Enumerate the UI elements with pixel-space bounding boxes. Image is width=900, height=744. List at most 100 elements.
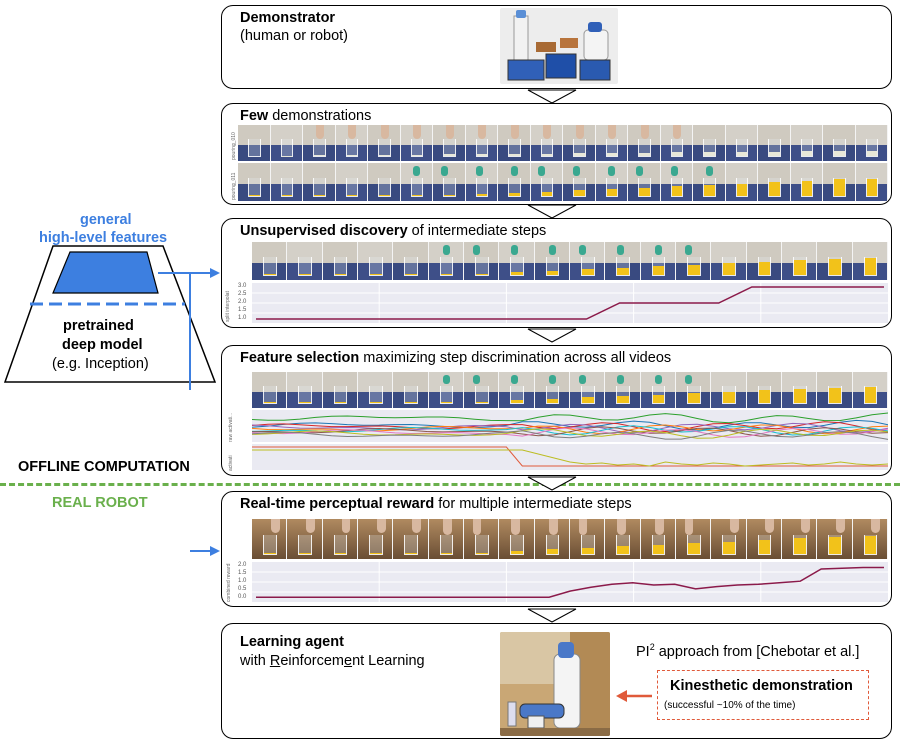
video-frame	[433, 163, 466, 201]
flow-arrow-2	[527, 204, 577, 219]
pi2-approach-label: PI2 approach from [Chebotar et al.]	[636, 642, 860, 660]
model-label-1: pretrained	[63, 318, 134, 334]
robot-learning-photo	[500, 632, 610, 736]
feature-selection-panel: Feature selection maximizing step discri…	[221, 345, 892, 476]
real-robot-label: REAL ROBOT	[52, 495, 148, 511]
y-tick-label: 0.5	[238, 586, 247, 592]
feature-ylabel-1: raw activati...	[228, 412, 234, 442]
video-frame	[357, 372, 394, 408]
model-label-3: (e.g. Inception)	[52, 356, 149, 372]
learning-agent-subtitle: with Reinforcement Learning	[240, 653, 425, 669]
feature-line	[252, 427, 888, 438]
video-frame	[855, 125, 888, 161]
y-tick-label: 0.0	[238, 594, 247, 600]
robots-image	[500, 8, 618, 84]
video-frame	[746, 242, 782, 280]
video-frame	[335, 163, 368, 201]
video-frame	[530, 163, 563, 201]
general-features-label-1: general	[80, 212, 132, 228]
video-frame	[640, 519, 676, 559]
video-frame	[400, 163, 433, 201]
y-tick-label: 1.0	[238, 578, 247, 584]
series-line	[256, 566, 884, 598]
video-frame	[322, 372, 358, 408]
video-frame	[252, 242, 288, 280]
unsupervised-steps-plot	[252, 283, 888, 323]
feature-line	[252, 412, 888, 424]
feature-selected-plot	[252, 444, 888, 470]
video-frame	[628, 125, 661, 161]
video-frame	[693, 125, 726, 161]
unsupervised-ylabel: split interpolat	[225, 291, 231, 322]
learning-agent-panel: Learning agent with Reinforcement Learni…	[221, 623, 892, 739]
general-features-label-2: high-level features	[39, 230, 168, 246]
y-tick-label: 2.0	[238, 562, 247, 568]
selected-feature-line	[252, 449, 888, 467]
y-tick-label: 1.5	[238, 570, 247, 576]
video-frame	[569, 372, 606, 408]
video-frame	[463, 372, 500, 408]
video-frame	[368, 163, 401, 201]
feature-ylabel-2: activati	[228, 455, 234, 471]
video-frame	[393, 519, 429, 559]
video-frame	[711, 242, 747, 280]
feature-line	[252, 429, 888, 440]
series-line	[256, 286, 884, 320]
video-frame	[790, 125, 823, 161]
video-frame	[463, 519, 500, 559]
video-frame	[605, 242, 641, 280]
video-frame	[790, 163, 823, 201]
video-frame	[252, 372, 288, 408]
video-frame	[400, 125, 433, 161]
video-frame	[393, 372, 429, 408]
video-frame	[428, 242, 464, 280]
feature-line	[252, 425, 888, 436]
video-frame	[605, 519, 641, 559]
video-frame	[357, 242, 394, 280]
video-frame	[465, 163, 498, 201]
video-frame	[270, 125, 303, 161]
video-frame	[563, 163, 596, 201]
video-frame	[530, 125, 563, 161]
feature-video-row	[252, 372, 888, 408]
model-label-2: deep model	[62, 337, 143, 353]
flow-arrow-1	[527, 89, 577, 104]
video-frame	[463, 242, 500, 280]
reward-arrow	[190, 546, 220, 556]
demonstrator-subtitle: (human or robot)	[240, 28, 348, 44]
video-frame	[499, 519, 535, 559]
video-frame	[357, 519, 394, 559]
video-frame	[693, 163, 726, 201]
reward-ylabel: combined reward	[226, 563, 232, 602]
video-frame	[725, 125, 758, 161]
offline-computation-label: OFFLINE COMPUTATION	[18, 459, 190, 475]
video-frame	[499, 372, 535, 408]
video-frame	[628, 163, 661, 201]
few-demonstrations-title: Few demonstrations	[240, 108, 372, 124]
video-frame	[640, 372, 676, 408]
video-frame	[335, 125, 368, 161]
video-frame	[711, 372, 747, 408]
video-frame	[817, 519, 853, 559]
video-frame	[758, 163, 791, 201]
video-frame	[595, 163, 628, 201]
y-tick-label: 3.0	[238, 283, 247, 289]
video-frame	[428, 519, 464, 559]
kinesthetic-subtitle: (successful ~10% of the time)	[664, 700, 796, 711]
flow-arrow-5	[527, 608, 577, 623]
video-frame	[569, 242, 606, 280]
video-frame	[498, 125, 531, 161]
kinesthetic-demonstration-box: Kinesthetic demonstration (successful ~1…	[657, 670, 869, 720]
video-frame	[534, 519, 570, 559]
y-tick-label: 2.0	[238, 299, 247, 305]
video-frame	[675, 372, 712, 408]
row1-video-label: pouring_010	[231, 132, 237, 160]
video-frame	[675, 519, 712, 559]
video-frame	[499, 242, 535, 280]
video-frame	[817, 372, 853, 408]
feature-line	[252, 428, 888, 439]
feature-activations-plot	[252, 410, 888, 442]
y-tick-label: 2.5	[238, 291, 247, 297]
video-frame	[660, 163, 693, 201]
video-frame	[569, 519, 606, 559]
